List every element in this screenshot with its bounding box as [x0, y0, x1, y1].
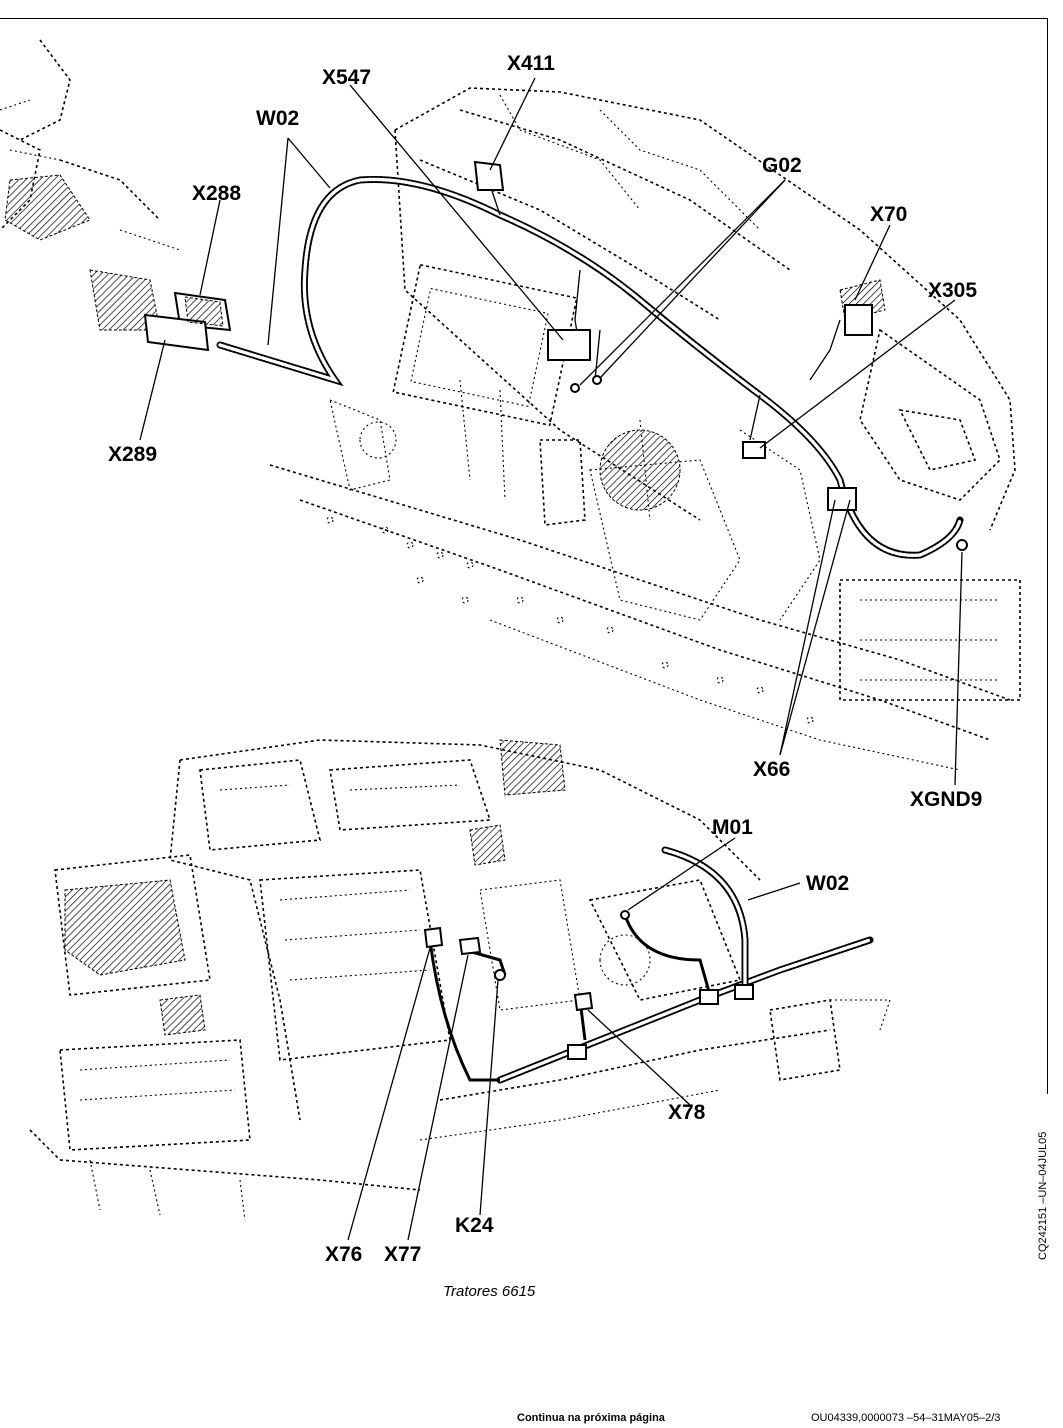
label-x289: X289	[108, 443, 158, 466]
bottom-w02-harness	[423, 846, 874, 1084]
top-engine-outline	[269, 87, 1021, 771]
label-m01: M01	[712, 816, 753, 839]
label-x305: X305	[928, 279, 978, 302]
top-left-harness-bundle	[0, 39, 181, 331]
label-x288: X288	[192, 182, 242, 205]
label-x66: X66	[753, 758, 791, 781]
label-x76: X76	[325, 1243, 363, 1266]
label-x411: X411	[507, 52, 555, 75]
top-w02-harness	[216, 160, 968, 559]
bottom-engine-outline	[29, 739, 891, 1221]
label-x78: X78	[668, 1101, 706, 1124]
label-w02-bottom: W02	[806, 872, 850, 895]
label-g02: G02	[762, 154, 802, 177]
bottom-leader-lines	[347, 837, 801, 1241]
x288-x289-connectors	[143, 291, 232, 352]
figure-frame	[0, 18, 1048, 1094]
label-w02-top: W02	[256, 107, 300, 130]
figure-side-code: CQ242151 –UN–04JUL05	[1037, 1131, 1049, 1260]
label-x70: X70	[870, 203, 908, 226]
figure-caption: Tratores 6615	[443, 1283, 536, 1300]
label-k24: K24	[455, 1214, 494, 1237]
label-x547: X547	[322, 66, 372, 89]
continue-note: Continua na próxima página	[517, 1412, 665, 1424]
label-xgnd9: XGND9	[910, 788, 983, 811]
top-leader-lines	[139, 77, 963, 786]
document-reference: OU04339,0000073 –54–31MAY05–2/3	[811, 1412, 1001, 1424]
label-x77: X77	[384, 1243, 422, 1266]
